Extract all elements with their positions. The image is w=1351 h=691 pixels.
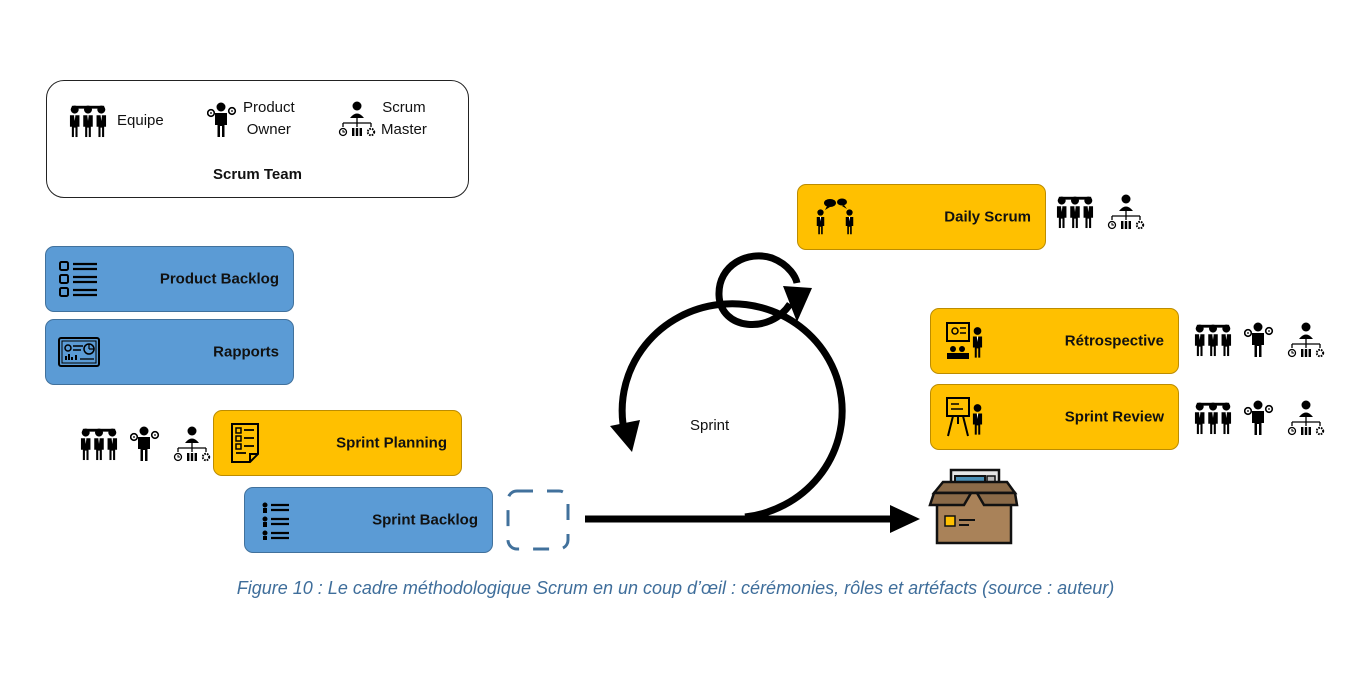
rapports-label: Rapports	[213, 343, 279, 361]
role-equipe: Equipe	[69, 103, 164, 139]
sprint-loop-arrowhead	[610, 420, 640, 452]
daily-scrum-label: Daily Scrum	[944, 208, 1031, 226]
figure-caption: Figure 10 : Le cadre méthodologique Scru…	[236, 578, 1115, 598]
sprint-planning-card: Sprint Planning	[213, 410, 462, 476]
retrospective-card: Rétrospective	[930, 308, 1179, 374]
scrum-team-legend: Equipe Product Owner Scrum Master Scrum …	[46, 80, 469, 198]
sprint-label: Sprint	[690, 417, 730, 434]
scrum-team-title: Scrum Team	[213, 166, 302, 183]
sprint-review-label: Sprint Review	[1064, 408, 1164, 426]
presenter-board-icon	[946, 397, 983, 437]
role-product-owner: Product Owner	[207, 97, 295, 141]
sprint-review-card: Sprint Review	[930, 384, 1179, 450]
role-equipe-label: Equipe	[117, 112, 164, 129]
checklist-icon	[262, 502, 289, 540]
role-product-owner-line2: Owner	[246, 121, 291, 138]
dashboard-icon	[58, 337, 100, 367]
role-scrum-master-line2: Master	[381, 121, 427, 138]
sprint-loop	[618, 300, 846, 521]
product-box-icon	[928, 468, 1019, 545]
product-backlog-label: Product Backlog	[159, 270, 279, 288]
role-scrum-master-line1: Scrum	[382, 99, 426, 116]
increment-arrowhead	[890, 505, 920, 533]
daily-loop	[715, 252, 801, 328]
dashed-placeholder	[506, 489, 570, 551]
rapports-card: Rapports	[45, 319, 294, 385]
role-product-owner-line1: Product	[243, 99, 295, 116]
sprint-planning-label: Sprint Planning	[336, 434, 447, 452]
daily-loop-arrowhead	[783, 286, 812, 322]
planning-document-icon	[231, 423, 259, 463]
meeting-presentation-icon	[946, 322, 983, 359]
retrospective-label: Rétrospective	[1064, 332, 1164, 350]
product-backlog-card: Product Backlog	[45, 246, 294, 312]
daily-scrum-card: Daily Scrum	[797, 184, 1046, 250]
list-icon	[59, 261, 97, 297]
sprint-backlog-label: Sprint Backlog	[372, 511, 478, 529]
conversation-icon	[816, 198, 854, 235]
role-scrum-master: Scrum Master	[337, 97, 427, 141]
sprint-backlog-card: Sprint Backlog	[244, 487, 493, 553]
